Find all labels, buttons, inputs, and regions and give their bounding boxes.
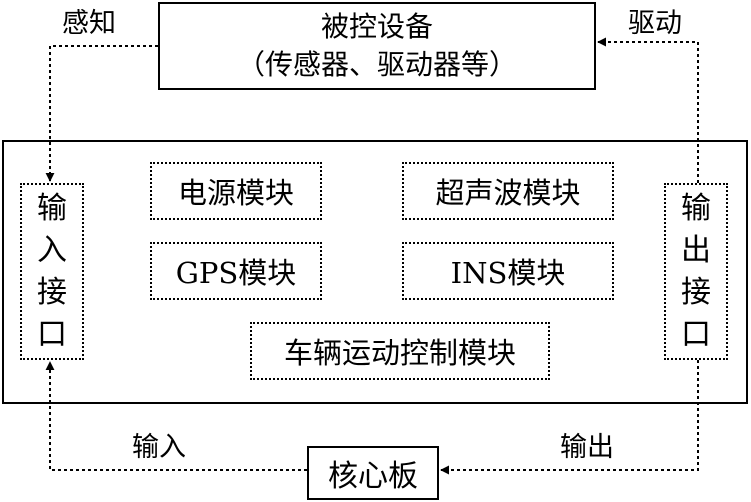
power-module-label: 电源模块 xyxy=(177,176,294,210)
input-interface-box: 输 入 接 口 xyxy=(20,183,84,360)
drive-arrow xyxy=(597,37,699,183)
controlled-device-subtitle: （传感器、驱动器等） xyxy=(236,48,517,81)
core-board-label: 核心板 xyxy=(328,459,418,494)
ultrasonic-module-box: 超声波模块 xyxy=(402,162,614,220)
ins-module-box: INS模块 xyxy=(402,242,614,300)
sense-label: 感知 xyxy=(62,8,116,39)
controlled-device-title: 被控设备 xyxy=(320,10,433,43)
drive-label: 驱动 xyxy=(628,8,682,39)
gps-module-label: GPS模块 xyxy=(175,256,297,290)
system-frame xyxy=(2,140,748,404)
input-arrow xyxy=(45,361,307,471)
output-interface-char-2: 出 xyxy=(681,232,711,268)
vehicle-control-module-label: 车辆运动控制模块 xyxy=(283,336,516,370)
output-interface-char-3: 接 xyxy=(681,274,711,310)
ins-module-label: INS模块 xyxy=(450,256,566,290)
input-interface-char-2: 入 xyxy=(37,232,67,268)
core-board-box: 核心板 xyxy=(307,446,439,500)
output-label: 输出 xyxy=(560,432,614,463)
sense-arrow xyxy=(45,45,158,182)
output-arrow xyxy=(440,360,699,475)
gps-module-box: GPS模块 xyxy=(150,242,322,300)
output-interface-box: 输 出 接 口 xyxy=(664,183,728,360)
power-module-box: 电源模块 xyxy=(150,162,322,220)
input-interface-char-1: 输 xyxy=(37,190,67,226)
ultrasonic-module-label: 超声波模块 xyxy=(435,176,581,210)
input-interface-char-4: 口 xyxy=(37,316,67,352)
input-label: 输入 xyxy=(132,432,186,463)
input-interface-char-3: 接 xyxy=(37,274,67,310)
controlled-device-box: 被控设备 （传感器、驱动器等） xyxy=(158,2,596,90)
output-interface-char-1: 输 xyxy=(681,190,711,226)
vehicle-control-module-box: 车辆运动控制模块 xyxy=(250,322,550,380)
output-interface-char-4: 口 xyxy=(681,316,711,352)
